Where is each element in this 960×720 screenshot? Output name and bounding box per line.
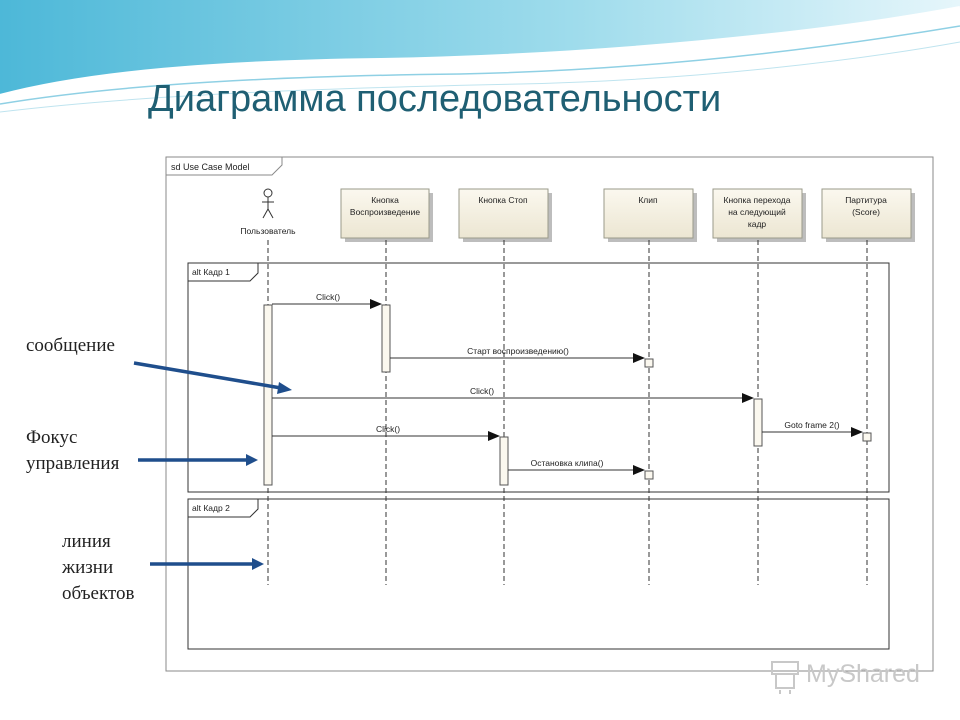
annotation-text: объектов xyxy=(62,583,135,604)
watermark-text: MyShared xyxy=(806,660,920,688)
arrowhead xyxy=(252,558,264,570)
actor-user: Пользователь xyxy=(240,188,296,236)
message-label: Click() xyxy=(376,424,400,434)
object-box-play-button: Кнопка Воспроизведение xyxy=(340,188,433,242)
message-goto-frame-2: Goto frame 2() xyxy=(762,420,863,437)
annotation-text: жизни xyxy=(62,557,114,578)
object-label: на следующий xyxy=(728,207,786,217)
activation-bar-play-button xyxy=(381,304,391,373)
activation-bar-score xyxy=(862,432,872,442)
object-label: Воспроизведение xyxy=(350,207,420,217)
object-label: Кнопка перехода xyxy=(724,195,791,205)
slide-title: Диаграмма последовательности xyxy=(148,78,722,120)
message-stop-clip: Остановка клипа() xyxy=(508,458,645,475)
annotation-lifeline: линия жизни объектов xyxy=(62,529,134,607)
watermark-logo-icon xyxy=(771,661,799,694)
message-label: Остановка клипа() xyxy=(531,458,604,468)
message-start-playback: Старт воспроизведению() xyxy=(390,346,645,363)
annotation-text: управления xyxy=(26,453,120,474)
header-wave-decoration xyxy=(0,0,960,113)
object-label: Партитура xyxy=(845,195,887,205)
sd-frame-tab xyxy=(166,157,283,176)
object-label: Кнопка Стоп xyxy=(478,195,528,205)
annotation-text: линия xyxy=(62,531,111,552)
activation-bar-user xyxy=(263,304,273,486)
annotation-arrows xyxy=(133,361,292,570)
message-click-play: Click() xyxy=(272,292,382,309)
message-click-stop: Click() xyxy=(272,424,500,441)
fragment-label: alt Кадр 1 xyxy=(192,267,230,277)
arrow-message-pointer xyxy=(133,361,282,390)
object-box-score: Партитура (Score) xyxy=(821,188,915,242)
actor-name: Пользователь xyxy=(240,226,296,236)
activation-bar-clip xyxy=(644,358,654,368)
object-label: Клип xyxy=(638,195,658,205)
object-box-stop-button: Кнопка Стоп xyxy=(458,188,552,242)
message-label: Click() xyxy=(470,386,494,396)
object-label: кадр xyxy=(748,219,767,229)
annotation-message: сообщение xyxy=(26,333,115,359)
arrowhead xyxy=(277,382,292,394)
object-box-next-frame-button: Кнопка перехода на следующий кадр xyxy=(712,188,806,242)
activation-bars xyxy=(263,304,872,486)
annotation-focus: Фокус управления xyxy=(26,425,119,477)
fragment-label: alt Кадр 2 xyxy=(192,503,230,513)
object-label: (Score) xyxy=(852,207,880,217)
fragment-alt-frame-1: alt Кадр 1 xyxy=(187,262,890,493)
message-label: Click() xyxy=(316,292,340,302)
fragment-alt-frame-2: alt Кадр 2 xyxy=(187,498,890,650)
activation-bar-next-frame-button xyxy=(753,398,763,447)
object-label: Кнопка xyxy=(371,195,399,205)
annotation-text: сообщение xyxy=(26,335,115,356)
activation-bar-clip xyxy=(644,470,654,480)
annotation-text: Фокус xyxy=(26,427,78,448)
message-label: Goto frame 2() xyxy=(784,420,839,430)
message-label: Старт воспроизведению() xyxy=(467,346,569,356)
message-click-next-frame: Click() xyxy=(272,386,754,403)
arrowhead xyxy=(246,454,258,466)
activation-bar-stop-button xyxy=(499,436,509,486)
object-box-clip: Клип xyxy=(603,188,697,242)
sd-frame-label: sd Use Case Model xyxy=(171,162,250,172)
sd-frame xyxy=(165,156,934,672)
